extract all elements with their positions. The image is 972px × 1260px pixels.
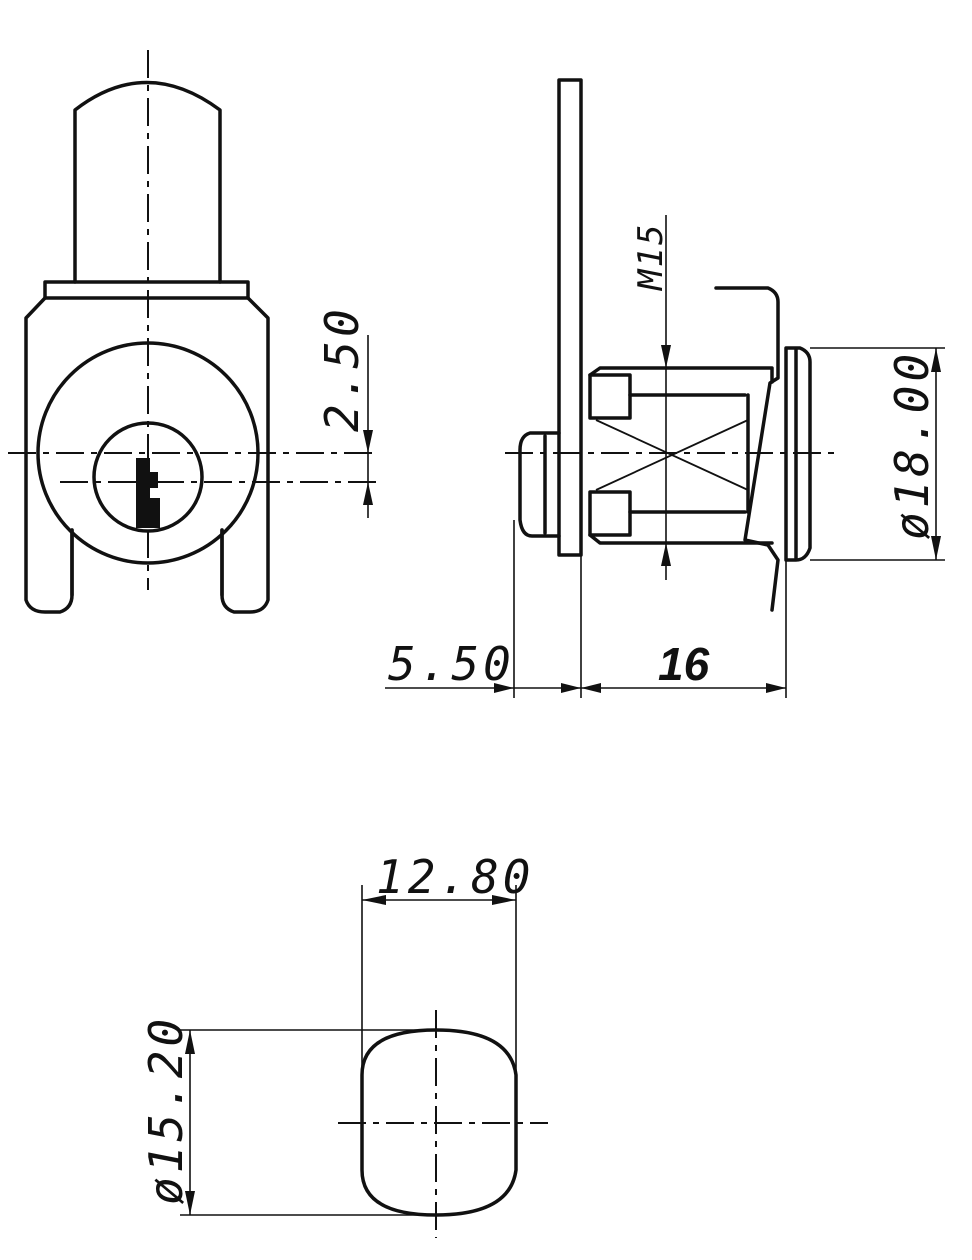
dim-18-label: ø18.00 bbox=[885, 350, 939, 540]
front-housing bbox=[24, 296, 270, 614]
side-hexnut-bottom bbox=[588, 490, 632, 537]
dim-16-label: 16 bbox=[658, 638, 710, 690]
dim-m15-label: M15 bbox=[631, 223, 671, 291]
front-collar bbox=[43, 280, 250, 300]
side-head-plate bbox=[784, 346, 812, 562]
dim-5-50-arrow bbox=[494, 683, 514, 693]
dim-2-50-arrow-top bbox=[363, 430, 373, 453]
front-legs bbox=[70, 528, 224, 597]
side-hexnut-top bbox=[588, 373, 632, 420]
front-barrel-outline bbox=[73, 80, 222, 284]
dim-2-50-arrow-bottom bbox=[363, 482, 373, 505]
side-cam-arm bbox=[714, 286, 780, 612]
dimension-2-50: 2.50 bbox=[315, 305, 373, 518]
side-body-bottom bbox=[588, 533, 774, 545]
dim-panel-arrow-left bbox=[561, 683, 581, 693]
dim-12-80-arrow-right bbox=[492, 895, 516, 905]
dim-m15-arrow-top bbox=[661, 345, 671, 368]
dim-18-arrow-top bbox=[931, 348, 941, 372]
front-view bbox=[8, 50, 378, 614]
dimension-lengths: 5.50 16 bbox=[385, 520, 787, 698]
dim-12-80-label: 12.80 bbox=[376, 850, 534, 904]
dim-head-arrow bbox=[766, 683, 786, 693]
side-view bbox=[505, 78, 838, 612]
dim-5-50-label: 5.50 bbox=[388, 637, 515, 691]
side-panel bbox=[557, 78, 583, 557]
dimension-12-80: 12.80 bbox=[361, 850, 534, 1075]
dim-12-80-arrow-left bbox=[362, 895, 386, 905]
cam-end-view bbox=[338, 1010, 548, 1238]
side-cross-mark bbox=[595, 419, 749, 491]
dim-15-20-label: ø15.20 bbox=[139, 1015, 193, 1205]
dimension-diameter-18: ø18.00 bbox=[810, 347, 945, 561]
dim-m15-arrow-bottom bbox=[661, 543, 671, 566]
dimension-diameter-15-20: ø15.20 bbox=[139, 1015, 436, 1216]
cam-profile bbox=[360, 1028, 518, 1217]
dim-18-arrow-bottom bbox=[931, 536, 941, 560]
dimension-m15: M15 bbox=[631, 215, 671, 580]
side-nut-left bbox=[518, 431, 561, 538]
dim-15-20-arrow-top bbox=[185, 1030, 195, 1054]
side-body-top bbox=[588, 366, 774, 384]
dim-panel-arrow-right bbox=[581, 683, 601, 693]
dim-2-50-label: 2.50 bbox=[315, 305, 369, 432]
dim-15-20-arrow-bottom bbox=[185, 1191, 195, 1215]
